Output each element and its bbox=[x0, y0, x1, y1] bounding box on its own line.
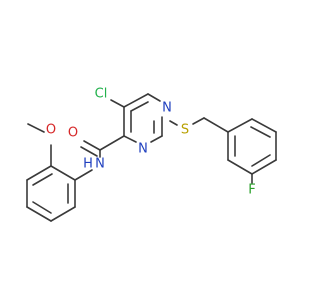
bond bbox=[83, 140, 101, 151]
structure-canvas: Cl N N O O S N H F bbox=[26, 87, 277, 222]
atom-labels: Cl N N O O S N H F bbox=[46, 87, 256, 198]
atom-label-o: O bbox=[46, 123, 56, 138]
atom-label-n: N bbox=[138, 142, 148, 157]
bond bbox=[250, 126, 271, 138]
bond bbox=[110, 99, 125, 108]
atom-label-n: N bbox=[95, 157, 105, 172]
bond bbox=[251, 118, 277, 133]
bond bbox=[227, 159, 253, 175]
bond bbox=[26, 206, 52, 222]
bond bbox=[123, 135, 137, 143]
bond bbox=[150, 135, 163, 143]
atom-label-s: S bbox=[181, 123, 189, 138]
bond bbox=[192, 117, 205, 125]
molecule-diagram: Cl N N O O S N H F bbox=[26, 87, 277, 222]
bond bbox=[74, 169, 93, 181]
atom-label-n: N bbox=[162, 101, 172, 116]
bond bbox=[203, 117, 229, 133]
bond bbox=[251, 154, 271, 167]
bond bbox=[227, 118, 253, 133]
bond bbox=[251, 159, 277, 175]
bond bbox=[80, 146, 98, 157]
bond bbox=[147, 93, 161, 102]
bond bbox=[27, 123, 45, 133]
bond bbox=[99, 135, 125, 151]
atom-label-f: F bbox=[248, 183, 255, 198]
bond bbox=[26, 165, 52, 181]
bond bbox=[169, 120, 178, 126]
bond bbox=[130, 101, 149, 112]
bonds bbox=[26, 93, 277, 222]
atom-label-cl: Cl bbox=[95, 87, 108, 102]
atom-label-h: H bbox=[83, 157, 93, 172]
bond bbox=[32, 173, 53, 186]
bond bbox=[32, 201, 52, 214]
bond bbox=[50, 206, 76, 222]
atom-label-o: O bbox=[68, 126, 78, 141]
bond bbox=[50, 165, 76, 181]
bond bbox=[123, 93, 149, 108]
